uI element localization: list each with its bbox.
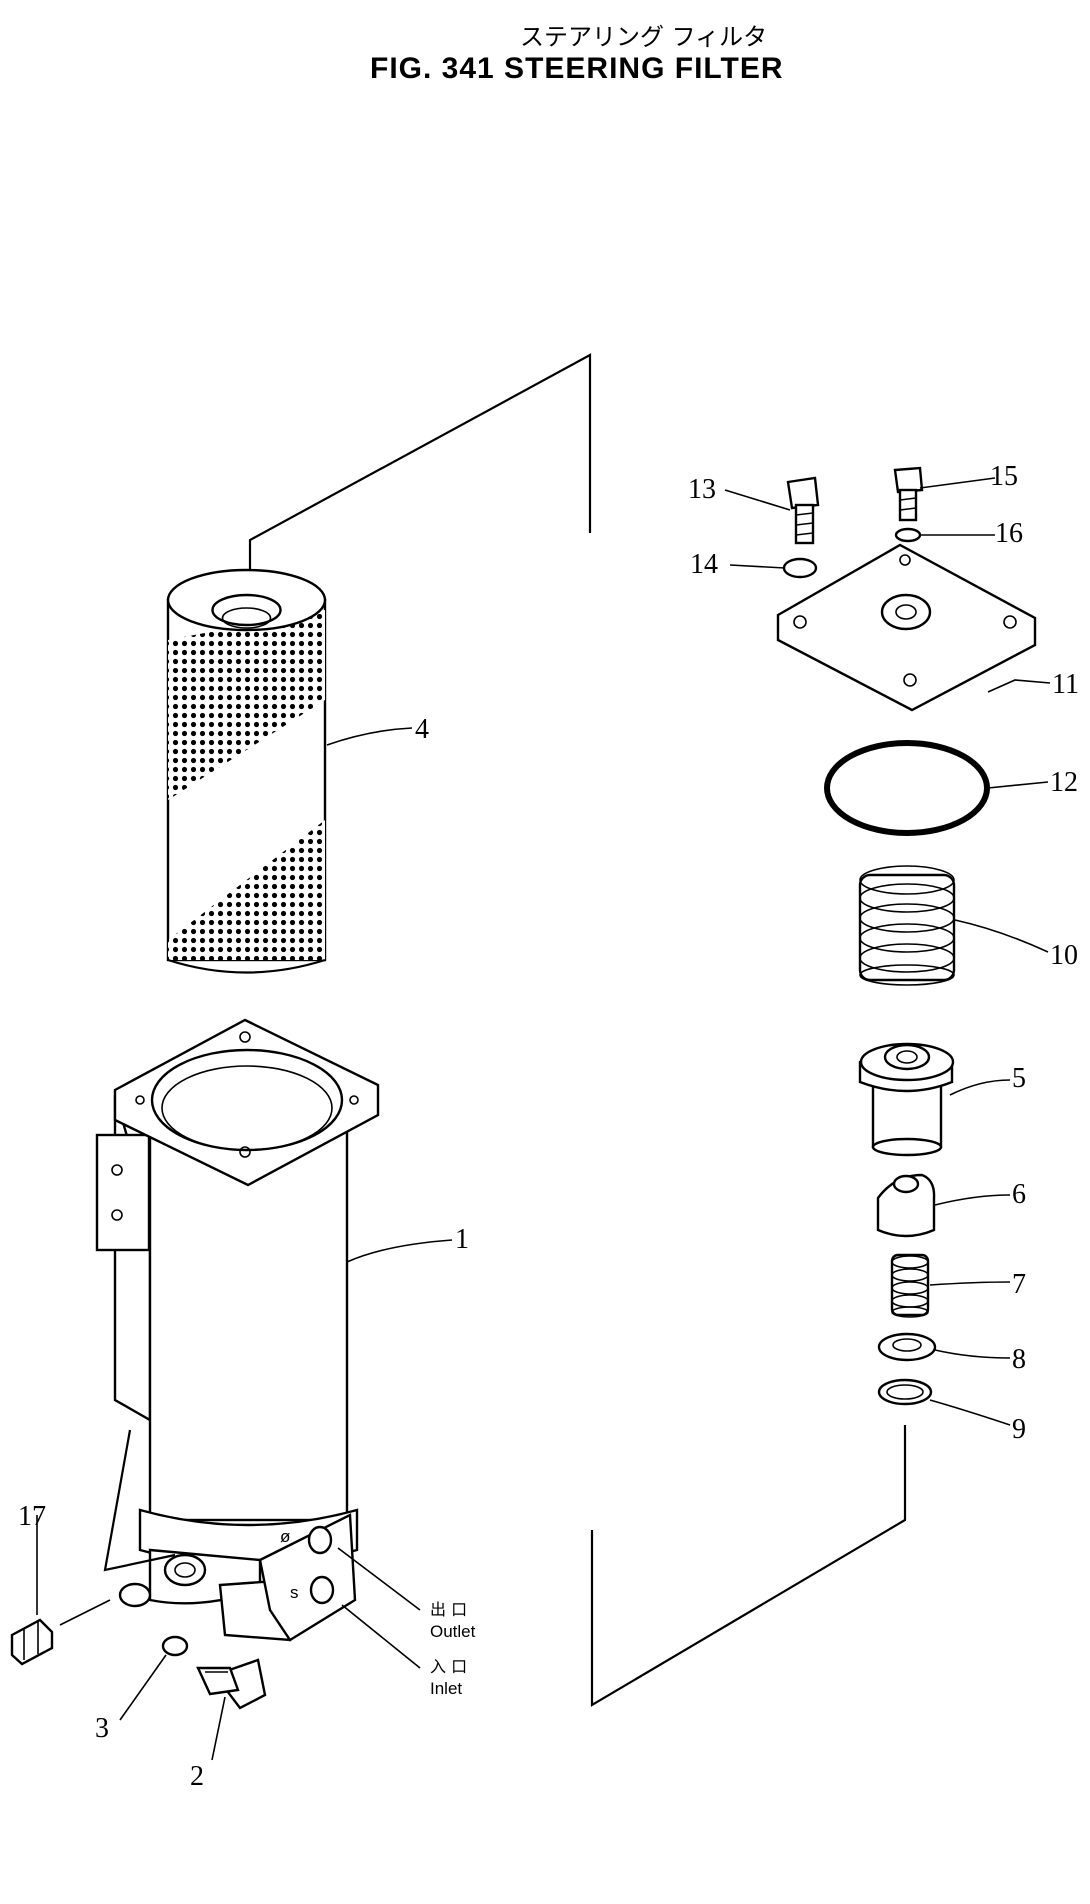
callout-12: 12 xyxy=(1050,767,1078,798)
assembly-guide-line-top xyxy=(248,353,592,572)
callout-16: 16 xyxy=(995,518,1023,549)
callout-17: 17 xyxy=(18,1501,46,1532)
leader-lines xyxy=(36,477,1051,1761)
callout-6: 6 xyxy=(1012,1179,1026,1210)
inlet-label-japanese: 入 口 xyxy=(430,1657,467,1676)
title-japanese: ステアリング フィルタ xyxy=(520,23,767,51)
callout-10: 10 xyxy=(1050,940,1078,971)
filter-cover xyxy=(776,543,1037,712)
title-english: FIG. 341 STEERING FILTER xyxy=(370,52,784,85)
washer-3 xyxy=(161,1635,189,1657)
o-ring-12 xyxy=(824,740,990,836)
spring-10 xyxy=(858,865,956,986)
svg-text:ø: ø xyxy=(280,1527,290,1546)
outlet-label-japanese: 出 口 xyxy=(430,1600,467,1619)
washer-8 xyxy=(877,1332,937,1362)
callout-3: 3 xyxy=(95,1713,109,1744)
filter-element xyxy=(166,568,327,974)
valve-6 xyxy=(876,1173,936,1238)
callout-8: 8 xyxy=(1012,1344,1026,1375)
cap-screw-13 xyxy=(786,476,820,545)
filter-housing: ø s xyxy=(95,1018,380,1642)
valve-seat-5 xyxy=(858,1042,955,1157)
spring-7 xyxy=(890,1253,930,1318)
callout-9: 9 xyxy=(1012,1414,1026,1445)
inlet-label-english: Inlet xyxy=(430,1679,462,1698)
o-ring-16 xyxy=(894,527,922,543)
snap-ring-9 xyxy=(877,1378,933,1406)
callout-15: 15 xyxy=(990,461,1018,492)
callout-2: 2 xyxy=(190,1761,204,1792)
assembly-guide-line-bottom xyxy=(590,1425,907,1707)
bolt-2 xyxy=(196,1658,267,1710)
bolt-15 xyxy=(893,466,924,522)
callout-11: 11 xyxy=(1052,669,1079,700)
callout-7: 7 xyxy=(1012,1269,1026,1300)
outlet-label-english: Outlet xyxy=(430,1622,476,1641)
callout-13: 13 xyxy=(688,474,716,505)
lock-washer-14 xyxy=(782,557,818,579)
callout-4: 4 xyxy=(415,714,429,745)
callout-14: 14 xyxy=(690,549,718,580)
callout-1: 1 xyxy=(455,1224,469,1255)
drain-plug xyxy=(10,1618,54,1666)
svg-text:s: s xyxy=(290,1583,299,1602)
callout-5: 5 xyxy=(1012,1063,1026,1094)
